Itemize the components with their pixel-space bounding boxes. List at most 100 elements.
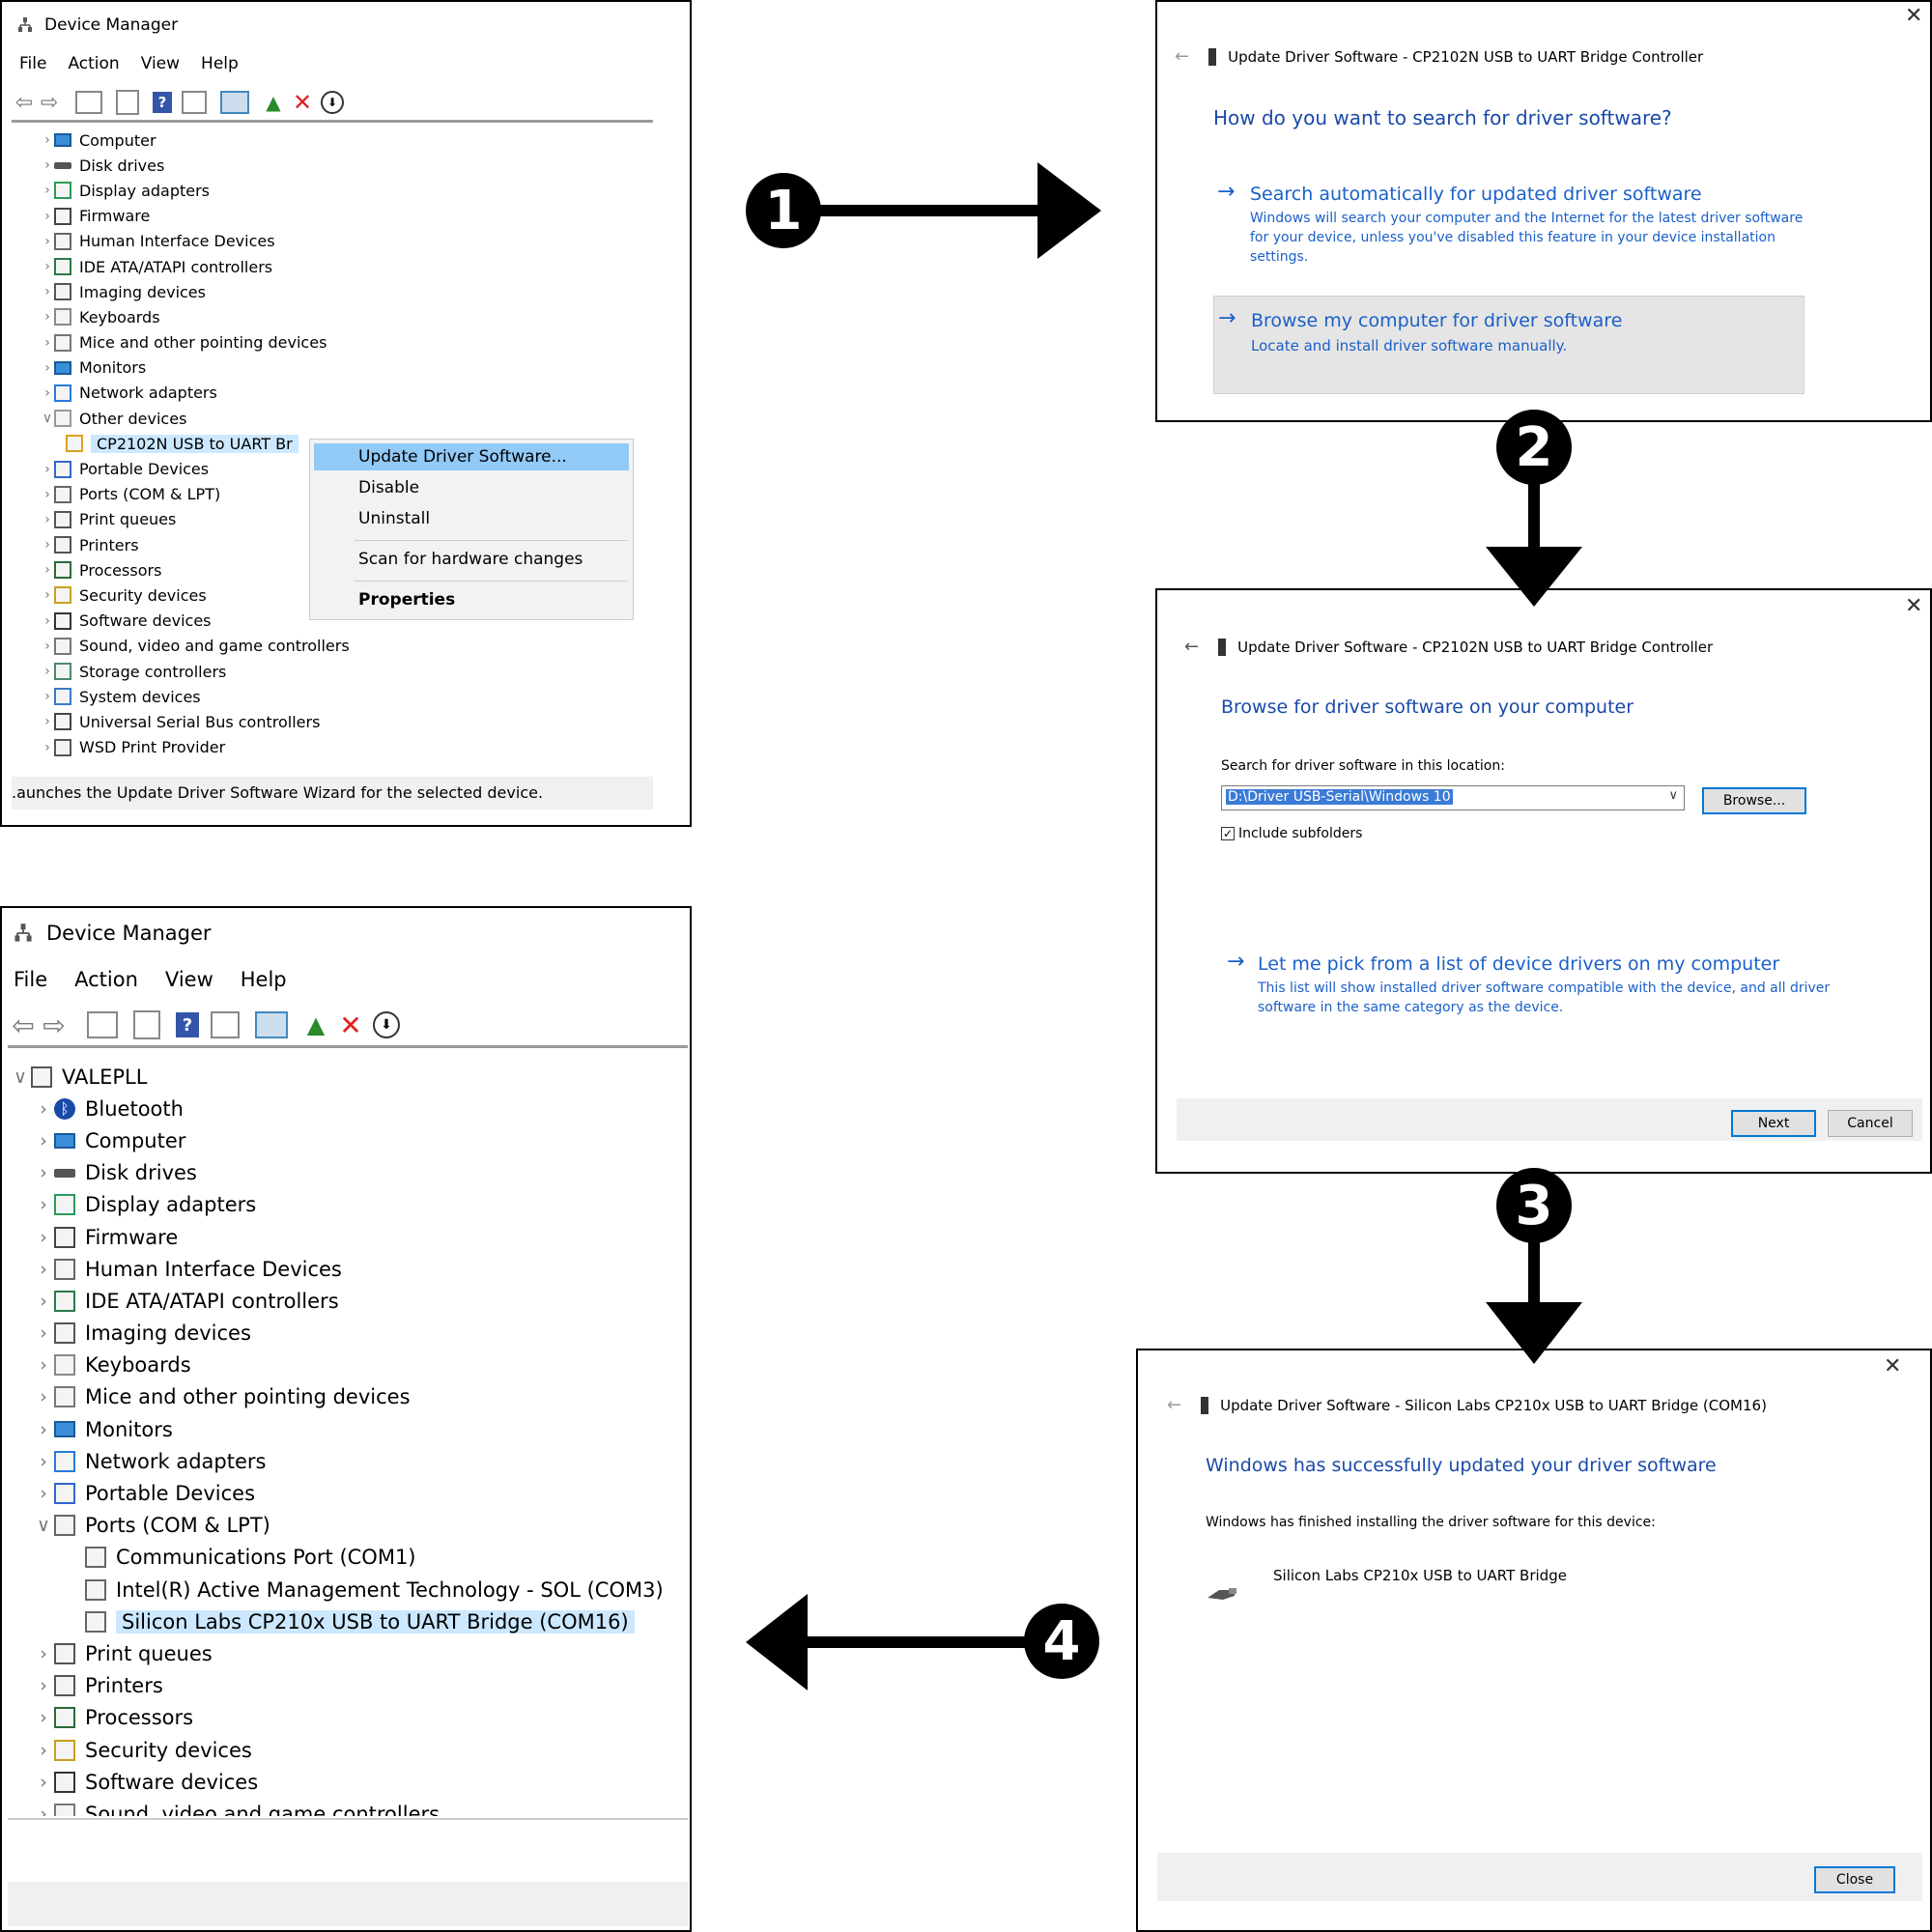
chevron-down-icon[interactable]: ∨	[1668, 788, 1678, 803]
uninstall-icon[interactable]: ✕	[339, 1009, 362, 1041]
back-icon[interactable]: ⇦	[12, 1009, 35, 1041]
tree-category-item[interactable]: ›Software devices	[41, 609, 350, 634]
update-driver-icon[interactable]: ▲	[266, 91, 281, 114]
chevron-right-icon[interactable]: ›	[40, 1803, 47, 1816]
show-hide-console-tree-icon[interactable]	[87, 1011, 118, 1038]
chevron-right-icon[interactable]: ›	[44, 714, 50, 730]
menu-item-properties[interactable]: Properties	[358, 590, 456, 610]
chevron-right-icon[interactable]: ›	[40, 1450, 47, 1472]
tree-category-item[interactable]: ›Sound, video and game controllers	[41, 634, 349, 659]
chevron-right-icon[interactable]: ›	[44, 132, 50, 149]
browse-button[interactable]: Browse...	[1702, 787, 1806, 814]
tree-category-item[interactable]: ›IDE ATA/ATAPI controllers	[41, 254, 350, 279]
menu-action[interactable]: Action	[74, 968, 138, 991]
tree-category-item[interactable]: ›Imaging devices	[41, 279, 350, 304]
tree-category-item[interactable]: ›Mice and other pointing devices	[10, 1381, 664, 1413]
menu-action[interactable]: Action	[68, 54, 120, 73]
back-icon[interactable]: ⇦	[14, 90, 34, 115]
chevron-right-icon[interactable]: ›	[40, 1226, 47, 1248]
chevron-right-icon[interactable]: ›	[40, 1771, 47, 1793]
disable-icon[interactable]: ⬇	[373, 1011, 400, 1038]
tree-category-item[interactable]: ∨Other devices	[41, 406, 350, 431]
chevron-right-icon[interactable]: ›	[40, 1129, 47, 1151]
chevron-right-icon[interactable]: ›	[44, 537, 50, 554]
chevron-right-icon[interactable]: ›	[40, 1097, 47, 1120]
chevron-down-icon[interactable]: ∨	[37, 1515, 50, 1537]
menu-view[interactable]: View	[140, 54, 181, 73]
properties-icon[interactable]	[116, 90, 139, 115]
tree-category-item[interactable]: ›Network adapters	[10, 1445, 664, 1477]
chevron-right-icon[interactable]: ›	[40, 1739, 47, 1761]
tree-category-item[interactable]: ›Disk drives	[41, 153, 350, 178]
chevron-right-icon[interactable]: ›	[40, 1258, 47, 1280]
tree-category-item[interactable]: ›Firmware	[41, 204, 350, 229]
menu-item-uninstall[interactable]: Uninstall	[358, 509, 431, 528]
chevron-down-icon[interactable]: ∨	[14, 1065, 27, 1088]
tree-category-item[interactable]: ›Monitors	[10, 1413, 664, 1445]
tree-category-item[interactable]: ›Firmware	[10, 1221, 664, 1253]
tree-category-item[interactable]: ›Human Interface Devices	[10, 1253, 664, 1285]
chevron-down-icon[interactable]: ∨	[42, 411, 53, 427]
chevron-right-icon[interactable]: ›	[44, 309, 50, 326]
tree-child-item[interactable]: CP2102N USB to UART Br	[41, 431, 350, 456]
menu-help[interactable]: Help	[201, 54, 239, 73]
tree-category-item[interactable]: ›Printers	[41, 532, 350, 557]
chevron-right-icon[interactable]: ›	[44, 638, 50, 654]
path-combobox[interactable]: D:\Driver USB-Serial\Windows 10 ∨	[1221, 785, 1685, 810]
menu-help[interactable]: Help	[240, 968, 287, 991]
chevron-right-icon[interactable]: ›	[40, 1322, 47, 1345]
tree-category-item[interactable]: ›Print queues	[41, 507, 350, 532]
tree-root-item[interactable]: ∨VALEPLL	[10, 1061, 664, 1093]
forward-icon[interactable]: ⇨	[40, 90, 59, 115]
back-arrow-icon[interactable]: ←	[1167, 1395, 1182, 1415]
tree-category-item[interactable]: ›Processors	[41, 557, 350, 582]
chevron-right-icon[interactable]: ›	[44, 259, 50, 275]
chevron-right-icon[interactable]: ›	[44, 233, 50, 249]
scan-hardware-icon[interactable]	[220, 91, 249, 114]
tree-category-item[interactable]: ›IDE ATA/ATAPI controllers	[10, 1285, 664, 1317]
chevron-right-icon[interactable]: ›	[44, 511, 50, 527]
tree-category-item[interactable]: ›Human Interface Devices	[41, 229, 350, 254]
chevron-right-icon[interactable]: ›	[40, 1707, 47, 1729]
update-driver-icon[interactable]: ▲	[306, 1011, 326, 1038]
show-hide-console-tree-icon[interactable]	[75, 91, 102, 114]
tree-category-item[interactable]: ›Monitors	[41, 355, 350, 381]
properties-icon[interactable]	[133, 1010, 160, 1039]
chevron-right-icon[interactable]: ›	[40, 1386, 47, 1408]
uninstall-icon[interactable]: ✕	[292, 89, 313, 116]
option-search-automatically[interactable]: → Search automatically for updated drive…	[1217, 180, 1816, 270]
close-icon[interactable]: ✕	[1905, 594, 1923, 618]
tree-child-item[interactable]: Silicon Labs CP210x USB to UART Bridge (…	[10, 1605, 664, 1637]
tree-category-item[interactable]: ›Universal Serial Bus controllers	[41, 709, 350, 734]
close-icon[interactable]: ✕	[1884, 1354, 1902, 1378]
scan-hardware-icon[interactable]	[255, 1011, 288, 1038]
checkbox-checked-icon[interactable]: ✓	[1221, 827, 1235, 840]
help-icon[interactable]: ?	[176, 1012, 199, 1037]
chevron-right-icon[interactable]: ›	[40, 1354, 47, 1377]
tree-child-item[interactable]: Communications Port (COM1)	[10, 1542, 664, 1574]
tree-category-item[interactable]: ›Processors	[10, 1702, 664, 1734]
tree-category-item[interactable]: ›Computer	[10, 1124, 664, 1156]
next-button[interactable]: Next	[1731, 1110, 1816, 1137]
action-pane-icon[interactable]	[182, 91, 207, 114]
forward-icon[interactable]: ⇨	[43, 1009, 66, 1041]
tree-category-item[interactable]: ›Display adapters	[41, 178, 350, 203]
tree-category-item[interactable]: ›Computer	[41, 128, 350, 153]
menu-item-update-driver[interactable]: Update Driver Software...	[314, 443, 629, 470]
disable-icon[interactable]: ⬇	[321, 91, 344, 114]
tree-category-item[interactable]: ›Software devices	[10, 1766, 664, 1798]
tree-category-item[interactable]: ›Keyboards	[41, 304, 350, 329]
close-icon[interactable]: ✕	[1905, 4, 1923, 28]
option-pick-from-list[interactable]: → Let me pick from a list of device driv…	[1227, 950, 1830, 1021]
chevron-right-icon[interactable]: ›	[44, 664, 50, 680]
chevron-right-icon[interactable]: ›	[44, 208, 50, 224]
tree-category-item[interactable]: ›Security devices	[41, 582, 350, 608]
chevron-right-icon[interactable]: ›	[44, 359, 50, 376]
menu-item-scan-hardware[interactable]: Scan for hardware changes	[358, 550, 583, 569]
chevron-right-icon[interactable]: ›	[44, 612, 50, 629]
tree-child-item[interactable]: Intel(R) Active Management Technology - …	[10, 1574, 664, 1605]
tree-category-item[interactable]: ›WSD Print Provider	[41, 735, 350, 760]
cancel-button[interactable]: Cancel	[1828, 1110, 1913, 1137]
tree-category-item[interactable]: ›Sound, video and game controllers	[10, 1798, 664, 1816]
